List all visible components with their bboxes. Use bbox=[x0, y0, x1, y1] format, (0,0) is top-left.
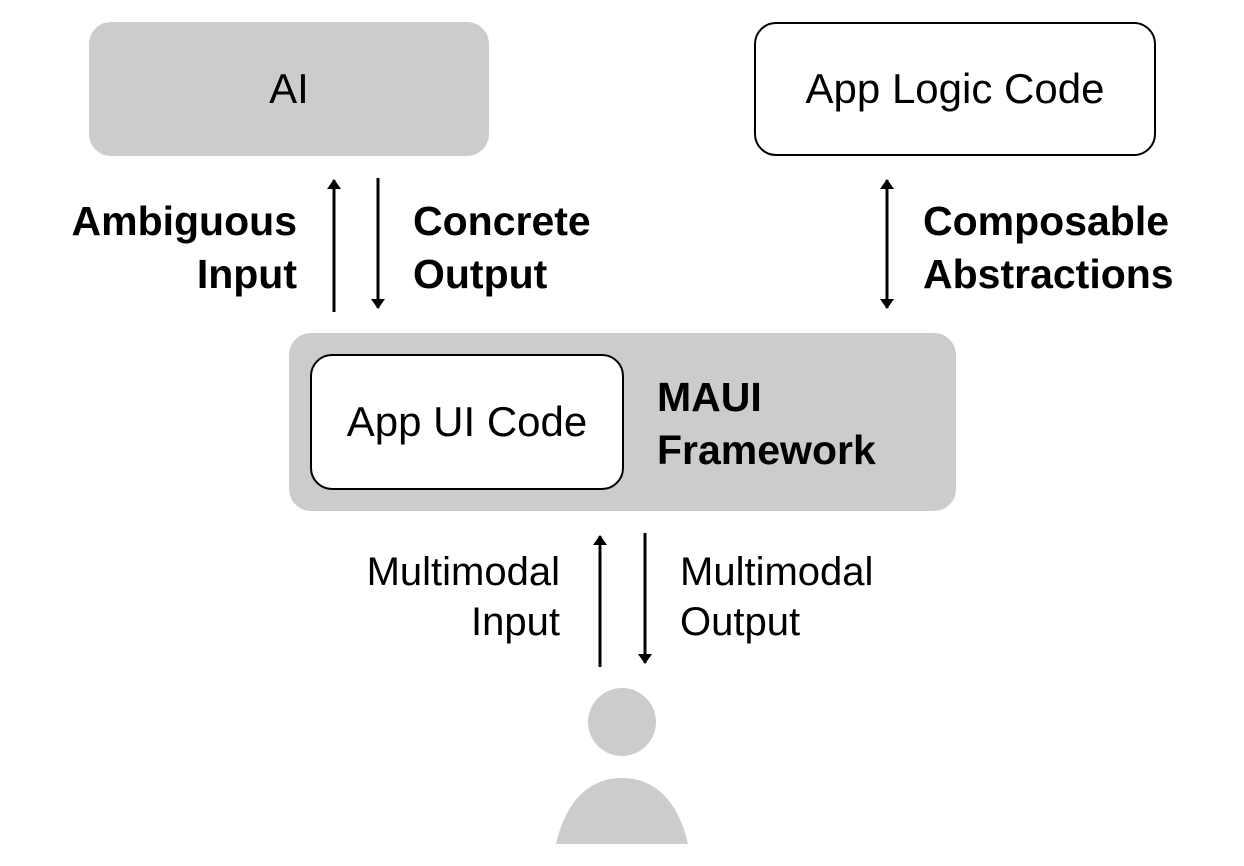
framework-label: MAUI Framework bbox=[657, 371, 876, 477]
multimodal-input-line2: Input bbox=[471, 600, 560, 644]
app-ui-label: App UI Code bbox=[346, 398, 588, 445]
framework-label-line2: Framework bbox=[657, 427, 876, 473]
composable-abstractions-line2: Abstractions bbox=[923, 251, 1174, 297]
concrete-output-line1: Concrete bbox=[413, 198, 591, 244]
person-icon bbox=[556, 688, 688, 844]
app-logic-node: App Logic Code bbox=[754, 22, 1156, 156]
concrete-output-line2: Output bbox=[413, 251, 548, 297]
multimodal-input-line1: Multimodal bbox=[366, 550, 560, 594]
concrete-output-label: Concrete Output bbox=[413, 195, 591, 301]
composable-abstractions-label: Composable Abstractions bbox=[923, 195, 1174, 301]
multimodal-output-line2: Output bbox=[680, 600, 801, 644]
ambiguous-input-line2: Input bbox=[196, 251, 297, 297]
app-ui-node: App UI Code bbox=[310, 354, 624, 490]
ambiguous-input-label: Ambiguous Input bbox=[40, 195, 297, 301]
app-logic-label: App Logic Code bbox=[805, 65, 1105, 112]
multimodal-output-label: Multimodal Output bbox=[680, 547, 873, 647]
person-icon-body bbox=[556, 778, 688, 844]
ai-label: AI bbox=[269, 65, 309, 112]
framework-label-line1: MAUI bbox=[657, 374, 762, 420]
multimodal-input-label: Multimodal Input bbox=[300, 547, 560, 647]
ambiguous-input-line1: Ambiguous bbox=[71, 198, 297, 244]
composable-abstractions-line1: Composable bbox=[923, 198, 1170, 244]
person-icon-head bbox=[588, 688, 656, 756]
ai-node: AI bbox=[89, 22, 489, 156]
multimodal-output-line1: Multimodal bbox=[680, 550, 874, 594]
